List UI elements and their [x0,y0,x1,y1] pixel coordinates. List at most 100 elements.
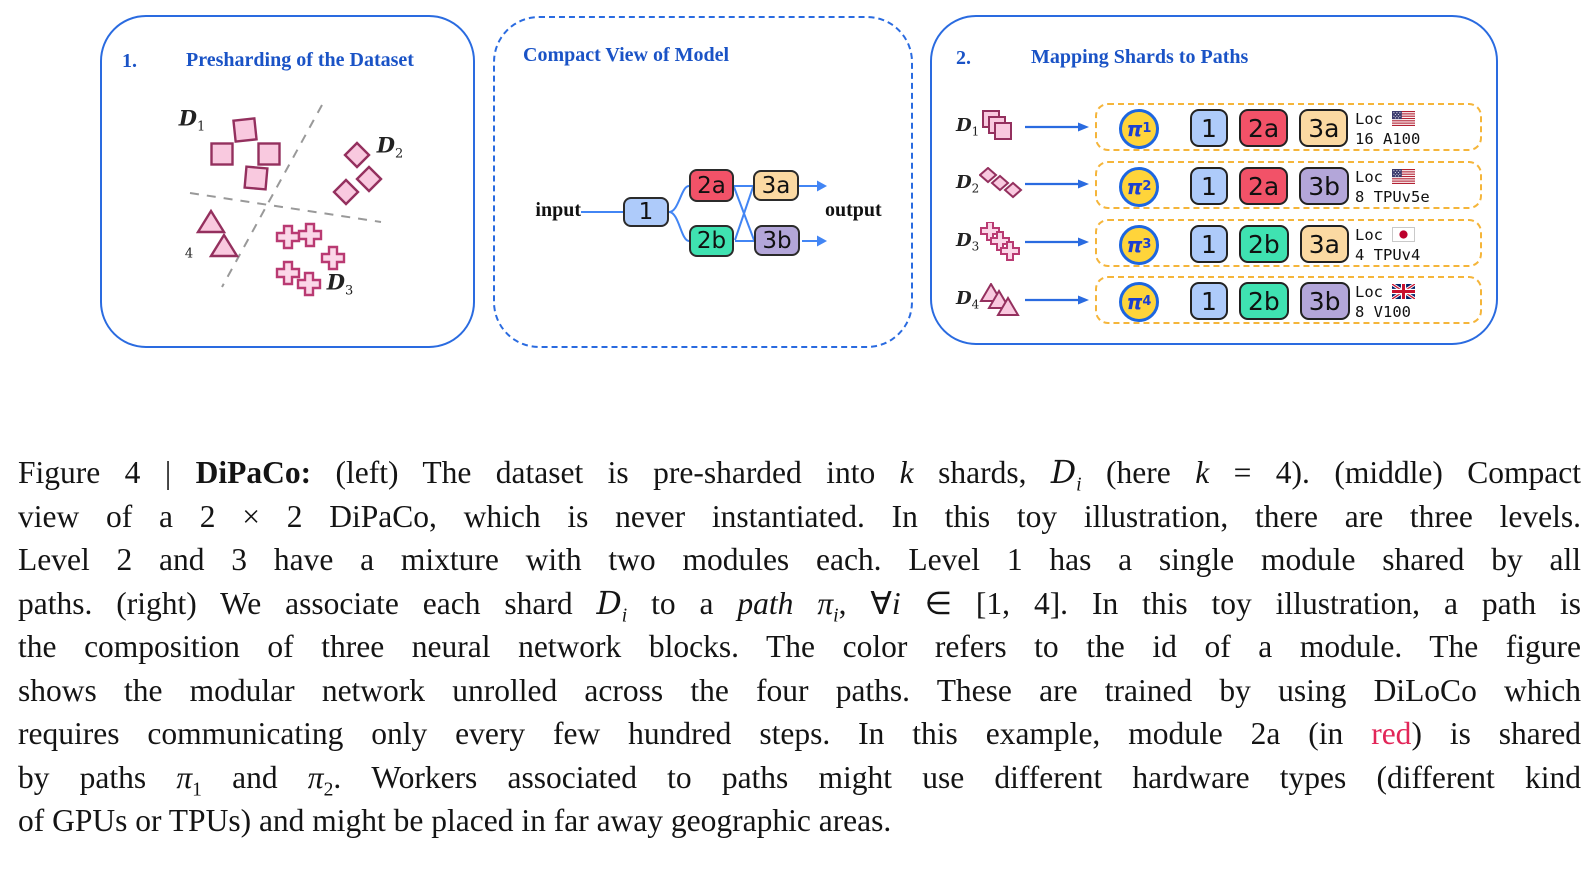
module-box-1: 1 [623,197,669,227]
shard-row: D2 [956,162,1112,206]
caption-line: the composition of three neural network … [18,629,1581,664]
triangle-shards-icon [979,283,1020,316]
loc-label: Loc [1355,109,1383,128]
caption-line: paths. (right) We associate each shard D… [18,585,1581,626]
caption-line: view of a 2 × 2 DiPaCo, which is never i… [18,498,1581,534]
shard-label: D4 [956,288,980,312]
location-flag-icon [1392,227,1415,242]
location-flag-icon [1392,111,1415,126]
shard-label: D3 [956,230,980,254]
module-chip-2a: 2a [1239,167,1289,205]
loc-label: Loc [1355,225,1383,244]
module-chip-3b: 3b [1299,282,1350,320]
plus-shards-icon [980,222,1021,261]
cluster-d1-squares [210,117,281,191]
diamond-shards-icon [979,167,1023,199]
module-chip-3b: 3b [1299,167,1350,205]
pi-symbol: π [1126,175,1143,199]
shard-cluster-icon [979,167,1023,201]
module-box-2b: 2b [689,225,734,257]
loc-label: Loc [1355,282,1383,301]
loc-label: Loc [1355,167,1383,186]
panel3-title: Mapping Shards to Paths [1031,46,1249,68]
module-chip-3a: 3a [1299,109,1349,147]
location-block: Loc 16 A100 [1355,108,1420,149]
shard-label-d3: D3 [326,269,354,299]
location-block: Loc 4 TPUv4 [1355,224,1421,265]
module-chip-3a: 3a [1299,225,1350,263]
output-arrowhead [817,180,827,192]
input-label: input [535,199,581,221]
shard-label: D1 [956,115,980,139]
caption-line: requires communicating only every few hu… [18,716,1581,751]
shard-cluster-icon [979,109,1023,145]
module-chip-1: 1 [1190,225,1228,263]
module-chips: 1 2a 3a [1190,109,1349,147]
panel-presharding: 1. Presharding of the Dataset [100,15,475,348]
panel1-title: Presharding of the Dataset [186,49,414,71]
module-chip-2b: 2b [1239,225,1289,263]
module-chip-1: 1 [1190,167,1228,205]
shard-cluster-icon [979,222,1023,262]
cluster-d2-diamonds [332,141,383,206]
hardware-label: 8 TPUv5e [1355,188,1430,206]
panel-compact-view: Compact View of Model input output 1 2a … [493,16,913,348]
japan-flag-icon [1392,227,1415,242]
module-chip-1: 1 [1190,109,1228,147]
module-chip-1: 1 [1190,282,1228,320]
caption-line: Level 2 and 3 have a mixture with two mo… [18,542,1581,577]
shard-row: D3 [956,220,1112,264]
panel-mapping-shards: 2. Mapping Shards to Paths D1 D2 D3 D4 [930,15,1498,345]
module-chips: 1 2a 3b [1190,167,1350,205]
module-box-3a: 3a [753,170,799,201]
module-chip-2a: 2a [1239,109,1289,147]
module-box-3b: 3b [754,225,800,256]
pi-symbol: π [1126,290,1143,314]
panel1-number: 1. [122,50,137,72]
caption-line: Figure 4 | DiPaCo: (left) The dataset is… [18,455,1581,496]
module-chips: 1 2b 3b [1190,282,1350,320]
figure-caption: Figure 4 | DiPaCo: (left) The dataset is… [18,451,1581,843]
shard-row: D1 [956,105,1112,149]
shard-label-d2: D2 [376,132,404,162]
shard-label-d1: D1 [178,105,206,135]
arrow-icon [1025,122,1090,132]
pi-symbol: π [1126,117,1143,141]
panel2-title: Compact View of Model [523,44,730,66]
arrow-icon [1025,295,1090,305]
module-chip-2b: 2b [1239,282,1289,320]
module-chips: 1 2b 3a [1190,225,1350,263]
cluster-d4-triangles [195,208,240,258]
location-block: Loc 8 TPUv5e [1355,166,1430,207]
hardware-label: 4 TPUv4 [1355,246,1421,264]
boundary-line [189,192,382,223]
panel3-number: 2. [956,47,971,69]
arrow-icon [1025,237,1090,247]
shard-label-d4: 4 [184,246,194,262]
location-flag-icon [1392,169,1415,184]
caption-line: by paths π1 and π2. Workers associated t… [18,759,1582,800]
dataset-scatter [189,104,383,297]
caption-line: shows the modular network unrolled acros… [18,672,1581,708]
us-flag-icon [1392,111,1415,126]
uk-flag-icon [1392,284,1415,299]
location-flag-icon [1392,284,1415,299]
pi-symbol: π [1126,233,1143,257]
output-arrowhead [817,235,827,247]
caption-line: of GPUs or TPUs) and might be placed in … [18,803,892,838]
shard-row: D4 [956,278,1112,322]
arrow-icon [1025,179,1090,189]
shard-cluster-icon [979,283,1023,317]
cluster-d3-pluses [275,222,346,297]
shard-label: D2 [956,172,980,196]
network-connections [581,180,827,247]
us-flag-icon [1392,169,1415,184]
